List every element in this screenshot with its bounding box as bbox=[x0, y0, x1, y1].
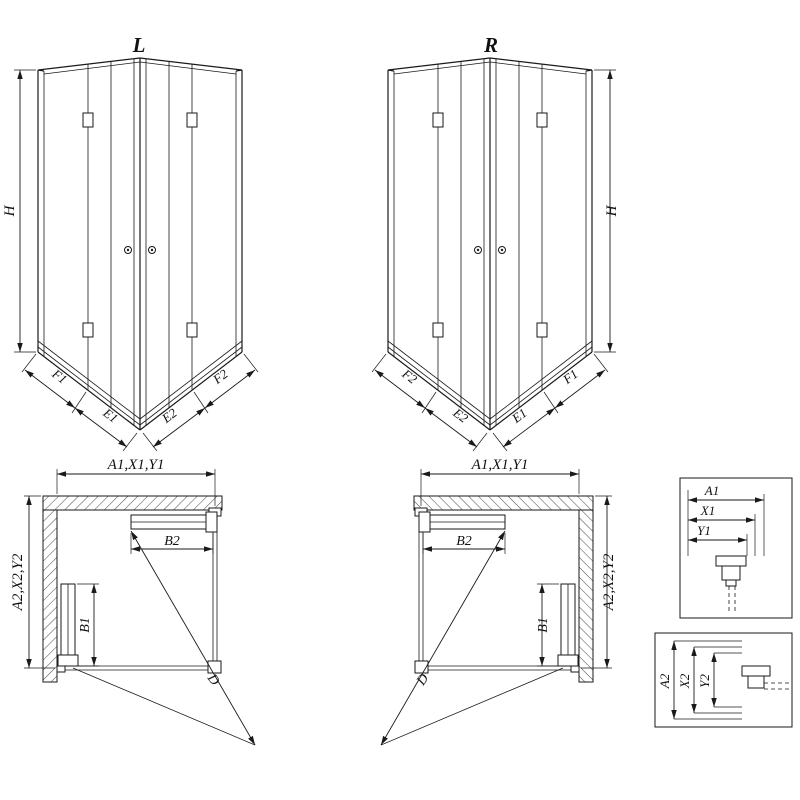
plan-r-depth-dim: A2,X2,Y2 bbox=[601, 553, 617, 611]
door-knob-icon bbox=[126, 248, 130, 252]
hinge-icon bbox=[186, 112, 198, 128]
plan-r-b1-dim: B1 bbox=[536, 617, 551, 633]
detail-top-x1: X1 bbox=[700, 503, 715, 518]
dim-label-f1-right: F1 bbox=[559, 366, 580, 387]
dim-label-h-right: H bbox=[604, 204, 620, 217]
enclosure-3d-view-left bbox=[14, 57, 259, 452]
view-r-title: R bbox=[483, 33, 498, 57]
detail-top-y1: Y1 bbox=[697, 523, 711, 538]
dim-label-f2-left: F2 bbox=[209, 366, 231, 388]
enclosure-3d-view-right bbox=[372, 58, 616, 451]
detail-bottom-y2: Y2 bbox=[697, 674, 712, 688]
plan-l-b2-dim: B2 bbox=[164, 534, 180, 549]
plan-r-b2-dim: B2 bbox=[456, 534, 472, 549]
plan-l-width-dim: A1,X1,Y1 bbox=[107, 457, 165, 473]
hinge-icon bbox=[205, 511, 218, 533]
hinge-icon bbox=[82, 322, 94, 338]
plan-l-depth-dim: A2,X2,Y2 bbox=[10, 553, 26, 611]
plan-view-right bbox=[381, 469, 612, 745]
hinge-icon bbox=[57, 654, 79, 667]
dim-label-f2-right: F2 bbox=[399, 365, 421, 387]
hinge-icon bbox=[82, 112, 94, 128]
profile-detail-top bbox=[679, 477, 793, 619]
dim-label-h-left: H bbox=[2, 204, 18, 217]
plan-r-d-dim: D bbox=[414, 672, 433, 690]
plan-r-width-dim: A1,X1,Y1 bbox=[471, 457, 529, 473]
dim-label-e1-left: E1 bbox=[100, 404, 121, 425]
profile-detail-bottom bbox=[654, 632, 793, 728]
plan-l-b1-dim: B1 bbox=[78, 617, 93, 633]
detail-bottom-x2: X2 bbox=[677, 673, 692, 689]
hinge-icon bbox=[186, 322, 198, 338]
plan-view-left bbox=[24, 469, 256, 746]
dim-label-e1-right: E1 bbox=[508, 405, 529, 426]
dim-label-e2-left: E2 bbox=[158, 405, 180, 427]
wall-side bbox=[42, 509, 58, 683]
wall-top bbox=[42, 495, 223, 511]
dim-label-e2-right: E2 bbox=[450, 404, 472, 426]
detail-top-a1: A1 bbox=[704, 483, 719, 498]
view-l-title: L bbox=[132, 33, 146, 57]
door-knob-icon bbox=[150, 248, 154, 252]
detail-bottom-a2: A2 bbox=[657, 673, 672, 689]
dim-label-f1-left: F1 bbox=[49, 365, 70, 386]
